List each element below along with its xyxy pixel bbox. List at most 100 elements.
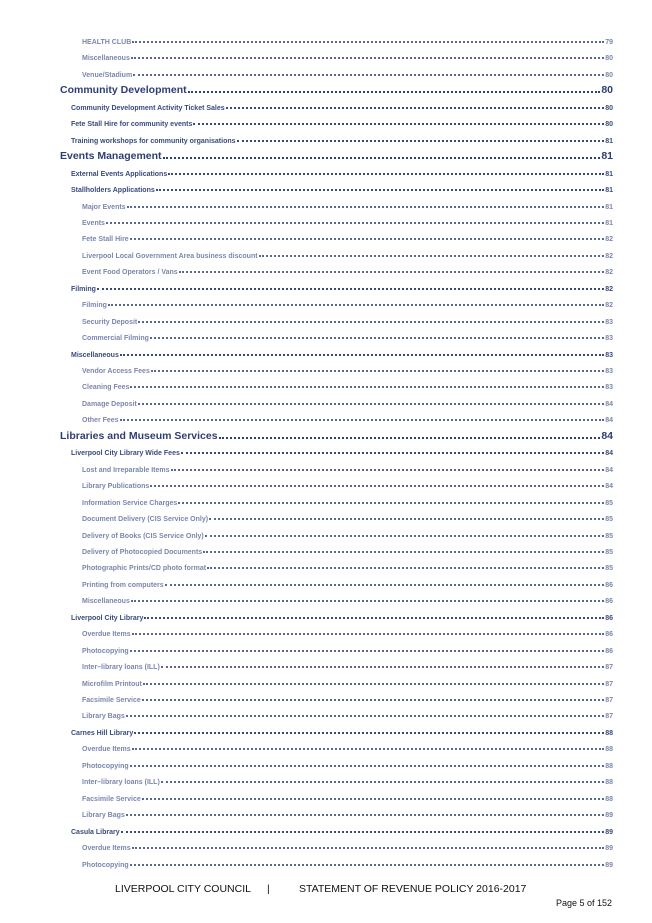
toc-entry-label: HEALTH CLUB — [82, 39, 132, 46]
footer-organisation: LIVERPOOL CITY COUNCIL — [115, 883, 251, 895]
toc-entry-label: Lost and Irreparable Items — [82, 466, 170, 474]
toc-entry[interactable]: Fete Stall Hire for community events 80 — [71, 118, 613, 128]
toc-entry-page: 82 — [605, 302, 613, 310]
toc-entry-label: Liverpool City Library — [71, 614, 144, 622]
toc-entry[interactable]: Delivery of Photocopied Documents 85 — [82, 546, 613, 556]
toc-entry[interactable]: Inter–library loans (ILL) 88 — [82, 776, 613, 786]
toc-leader-dots — [131, 747, 605, 751]
toc-leader-dots — [180, 451, 605, 455]
toc-leader-dots — [125, 813, 605, 817]
toc-entry-page: 85 — [605, 548, 613, 556]
toc-entry-label: Event Food Operators / Vans — [82, 269, 178, 277]
toc-entry-label: Libraries and Museum Services — [60, 429, 218, 442]
toc-leader-dots — [134, 731, 605, 734]
toc-entry-label: Delivery of Photocopied Documents — [82, 548, 203, 556]
toc-entry[interactable]: Liverpool Local Government Area business… — [82, 250, 613, 260]
toc-entry-page: 83 — [605, 368, 613, 375]
toc-entry[interactable]: Community Development Activity Ticket Sa… — [71, 102, 613, 112]
toc-entry[interactable]: Inter–library loans (ILL)87 — [82, 661, 613, 671]
toc-leader-dots — [119, 353, 605, 356]
toc-leader-dots — [129, 863, 605, 866]
toc-entry-label: Microfilm Printout — [82, 680, 142, 688]
toc-entry-label: Overdue Items — [82, 845, 131, 853]
toc-entry-label: Fete Stall Hire for community events — [71, 121, 193, 129]
toc-leader-dots — [129, 764, 605, 767]
toc-entry-page: 84 — [605, 450, 613, 458]
toc-entry-page: 83 — [605, 318, 613, 326]
toc-leader-dots — [129, 237, 605, 241]
toc-entry-label: Stallholders Applications — [71, 187, 155, 195]
toc-entry[interactable]: Delivery of Books (CIS Service Only)85 — [82, 530, 613, 540]
toc-entry[interactable]: Training workshops for community organis… — [71, 135, 613, 145]
toc-entry-page: 88 — [605, 779, 613, 787]
toc-leader-dots — [105, 221, 605, 224]
toc-entry-page: 84 — [605, 400, 613, 408]
toc-entry[interactable]: Filming 82 — [82, 299, 613, 309]
toc-leader-dots — [162, 156, 601, 160]
toc-entry-page: 89 — [605, 861, 613, 869]
toc-entry-page: 80 — [605, 104, 613, 112]
toc-leader-dots — [131, 632, 605, 636]
toc-entry-label: Library Bags — [82, 812, 125, 820]
toc-leader-dots — [178, 270, 605, 274]
footer-separator: | — [267, 883, 270, 895]
toc-leader-dots — [130, 599, 605, 603]
toc-entry-page: 81 — [601, 150, 613, 163]
toc-leader-dots — [168, 172, 605, 175]
toc-entry-page: 80 — [605, 121, 613, 129]
toc-entry-label: Filming — [82, 302, 107, 310]
toc-entry-label: External Events Applications — [71, 170, 168, 178]
toc-leader-dots — [138, 320, 605, 323]
page-footer: LIVERPOOL CITY COUNCIL | STATEMENT OF RE… — [0, 881, 652, 901]
toc-entry[interactable]: Filming 82 — [71, 283, 613, 293]
toc-entry-label: Inter–library loans (ILL) — [82, 779, 160, 787]
toc-entry-page: 82 — [605, 285, 613, 293]
toc-entry-page: 84 — [605, 417, 613, 425]
toc-leader-dots — [236, 139, 605, 142]
toc-entry[interactable]: Document Delivery (CIS Service Only)85 — [82, 513, 613, 523]
toc-leader-dots — [150, 484, 605, 488]
toc-entry-label: Filming — [71, 285, 96, 293]
toc-entry-page: 87 — [605, 713, 613, 721]
